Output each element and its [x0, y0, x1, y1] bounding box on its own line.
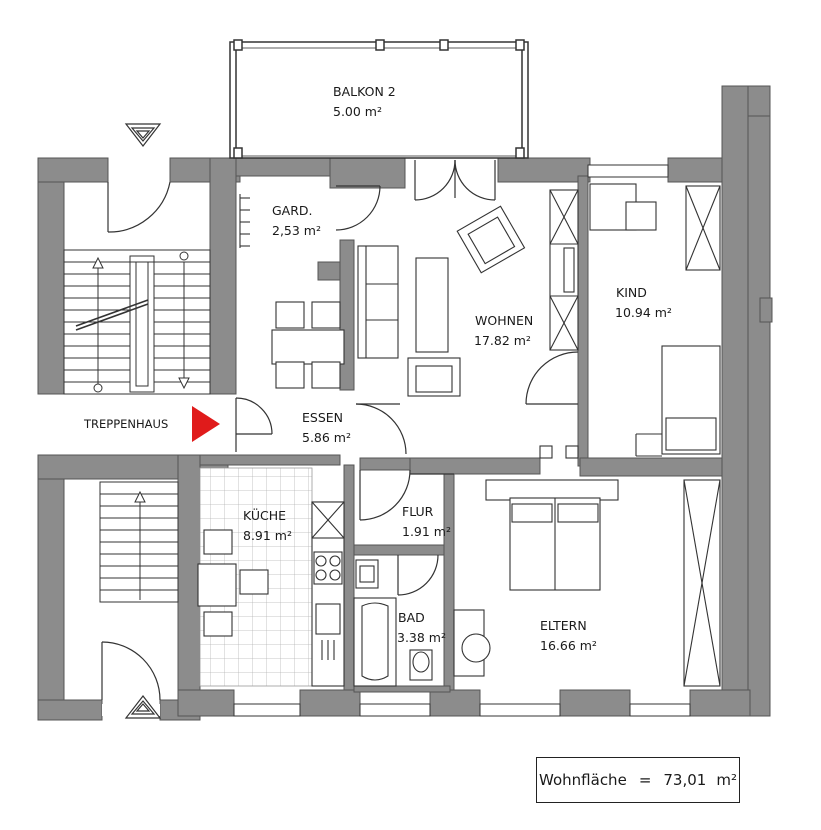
kind-wardrobe: [685, 185, 721, 271]
pillar-small-2: [565, 445, 579, 459]
label-wohnen-name: WOHNEN: [475, 313, 533, 328]
wall-bottom-5: [689, 689, 751, 717]
wall-flur-left: [359, 457, 411, 471]
label-essen-name: ESSEN: [302, 410, 343, 425]
label-kind-area: 10.94 m²: [615, 305, 672, 320]
wall-shelf: [549, 189, 579, 351]
summary-unit: m²: [716, 771, 737, 789]
entrance-arrow-icon: [192, 406, 220, 442]
wall-stair-right-lower: [177, 454, 201, 721]
wall-right-tower: [721, 85, 749, 717]
walls: [37, 85, 773, 721]
wall-mid-horizontal: [409, 457, 541, 475]
stair-markers: [124, 123, 162, 719]
label-wohnen-area: 17.82 m²: [474, 333, 531, 348]
kitchen-counter: [311, 501, 345, 687]
living-area-summary: Wohnfläche = 73,01 m²: [536, 757, 740, 803]
room-labels: BALKON 2 5.00 m² GARD. 2,53 m² WOHNEN 17…: [83, 84, 672, 653]
summary-label: Wohnfläche: [539, 771, 627, 789]
wall-top-1: [235, 157, 337, 177]
sofa: [357, 245, 399, 359]
wall-bad-bottom: [353, 685, 451, 693]
wall-stair-left-lower: [37, 454, 65, 721]
label-eltern-area: 16.66 m²: [540, 638, 597, 653]
doors: [101, 159, 579, 701]
summary-equals: =: [638, 771, 652, 789]
wall-bottom-3: [429, 689, 481, 717]
wall-bottom-2: [299, 689, 361, 717]
balcony: [229, 39, 529, 159]
wall-essen-wohnen: [339, 239, 355, 391]
wall-bottom-1: [177, 689, 235, 717]
stairs-upper: [63, 249, 211, 395]
label-bad-name: BAD: [398, 610, 425, 625]
label-flur-area: 1.91 m²: [402, 524, 451, 539]
furniture: [197, 183, 721, 687]
wall-right-pier: [759, 297, 773, 323]
label-gard-name: GARD.: [272, 203, 313, 218]
eltern-wardrobe: [683, 479, 721, 687]
wall-right-tower-cap: [747, 85, 771, 117]
wall-stair-top-left: [37, 157, 109, 183]
wall-kind-bottom: [579, 457, 723, 477]
armchair-rotated: [456, 205, 526, 274]
dining-table: [271, 301, 345, 389]
wall-top-4: [667, 157, 729, 183]
wall-flur-bad: [353, 544, 451, 556]
wall-bottom-4: [559, 689, 631, 717]
wall-right-outer: [747, 115, 771, 717]
wall-gard: [317, 261, 341, 281]
wall-kueche-top: [199, 454, 341, 466]
kind-desk: [589, 183, 657, 231]
windows: [102, 164, 691, 717]
kind-bed: [635, 345, 721, 457]
label-balkon-name: BALKON 2: [333, 84, 396, 99]
pillar-small-1: [539, 445, 553, 459]
label-kueche-name: KÜCHE: [243, 507, 286, 523]
wall-stair-bottom-left: [37, 699, 103, 721]
eltern-chair: [453, 609, 491, 677]
kitchen-chairs: [197, 529, 269, 637]
label-eltern-name: ELTERN: [540, 618, 587, 633]
label-gard-area: 2,53 m²: [272, 223, 321, 238]
coffee-table: [415, 257, 449, 353]
wall-top-2: [329, 157, 406, 189]
label-kind-name: KIND: [616, 285, 647, 300]
garderobe-rack: [239, 194, 250, 248]
summary-value: 73,01: [663, 771, 707, 789]
stairs-lower: [99, 481, 179, 603]
wall-kueche-right: [343, 464, 355, 691]
armchair-bottom: [407, 357, 461, 397]
label-bad-area: 3.38 m²: [397, 630, 446, 645]
label-treppenhaus-name: TREPPENHAUS: [83, 417, 168, 431]
wall-bad-eltern: [443, 473, 455, 691]
label-essen-area: 5.86 m²: [302, 430, 351, 445]
label-balkon-area: 5.00 m²: [333, 104, 382, 119]
wall-stair-left: [37, 157, 65, 395]
bathroom-fixtures: [353, 559, 433, 687]
wall-top-3: [497, 157, 591, 183]
label-flur-name: FLUR: [402, 504, 434, 519]
double-bed: [485, 479, 619, 591]
label-kueche-area: 8.91 m²: [243, 528, 292, 543]
wall-wohnen-kind: [577, 175, 589, 467]
wall-stair-right: [209, 157, 237, 395]
